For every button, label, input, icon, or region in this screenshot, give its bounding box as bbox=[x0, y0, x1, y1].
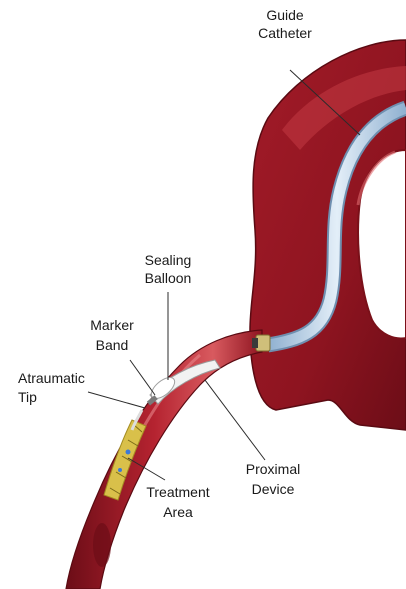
marker-band-label-line1: Marker bbox=[90, 317, 134, 333]
marker-band-label-line2: Band bbox=[96, 337, 129, 353]
sealing-balloon-label-line1: Sealing bbox=[145, 252, 192, 268]
guide-catheter-label: Guide Catheter bbox=[258, 7, 312, 41]
treatment-area-label-line2: Area bbox=[163, 504, 193, 520]
proximal-device-label-line1: Proximal bbox=[246, 461, 300, 477]
leader-atraumatic-tip bbox=[88, 392, 145, 408]
proximal-device-label: Proximal Device bbox=[246, 461, 300, 497]
atraumatic-tip-label-line2: Tip bbox=[18, 389, 37, 405]
treatment-area-label: Treatment Area bbox=[146, 484, 209, 520]
marker-band-label: Marker Band bbox=[90, 317, 134, 353]
leader-proximal-device bbox=[205, 380, 265, 460]
sealing-balloon-label: Sealing Balloon bbox=[145, 252, 192, 286]
guide-catheter-label-line2: Catheter bbox=[258, 25, 312, 41]
proximal-device-label-line2: Device bbox=[252, 481, 295, 497]
sealing-balloon-label-line2: Balloon bbox=[145, 270, 192, 286]
leader-marker-band bbox=[130, 360, 155, 395]
guide-catheter-label-line1: Guide bbox=[266, 7, 304, 23]
atraumatic-tip-label-line1: Atraumatic bbox=[18, 370, 85, 386]
atraumatic-tip-label: Atraumatic Tip bbox=[18, 370, 85, 405]
coronary-artery bbox=[66, 330, 262, 589]
treatment-area-label-line1: Treatment bbox=[146, 484, 209, 500]
